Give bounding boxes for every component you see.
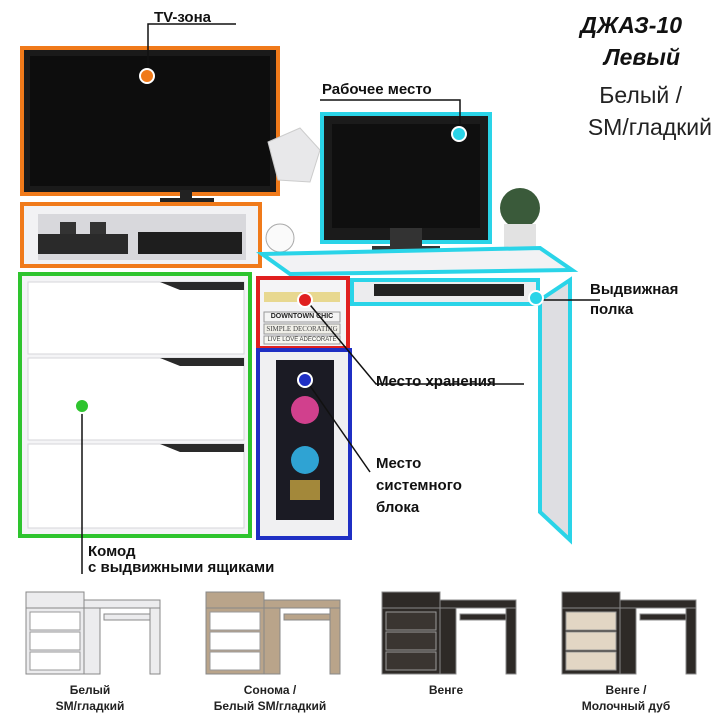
variant-thumbnail xyxy=(205,591,341,675)
workplace-marker xyxy=(451,126,467,142)
dresser-label-line1: Комод xyxy=(88,543,136,560)
dresser-label-line2: с выдвижными ящиками xyxy=(88,559,275,576)
color-label-line1: Белый / xyxy=(599,82,682,108)
book-2: SIMPLE DECORATING xyxy=(266,325,338,333)
pc-label-line2: системного xyxy=(376,477,462,494)
variant-label-line2: SM/гладкий xyxy=(55,699,125,713)
plant xyxy=(500,188,540,228)
book-3: LIVE LOVE ADECORATE xyxy=(267,337,337,343)
variant-thumbnail xyxy=(381,591,517,675)
tv-zone-marker xyxy=(139,68,155,84)
pc-label-line1: Место xyxy=(376,455,422,472)
book-1: DOWNTOWN CHIC xyxy=(270,313,334,320)
variant-label-line2: Белый SM/гладкий xyxy=(213,699,327,713)
workplace-label: Рабочее место xyxy=(322,81,432,98)
dresser xyxy=(18,272,252,538)
clock xyxy=(265,223,295,253)
variant-label-line1: Сонома / xyxy=(243,683,297,697)
variant-thumbnail xyxy=(561,591,697,675)
color-label-line2: SM/гладкий xyxy=(587,114,712,140)
variant-label-line2: Молочный дуб xyxy=(581,699,671,713)
pc-marker xyxy=(297,372,313,388)
shelf-label-line2: полка xyxy=(590,301,634,318)
desk-leg xyxy=(538,276,572,545)
tv-stand xyxy=(20,202,262,268)
workplace-leader xyxy=(320,99,461,134)
shelf-marker xyxy=(528,290,544,306)
tv-leader xyxy=(147,23,236,76)
storage-label: Место хранения xyxy=(376,373,496,390)
variant-thumbnail xyxy=(25,591,161,675)
pc-label-line3: блока xyxy=(376,499,420,516)
storage-marker xyxy=(297,292,313,308)
variant-label-line1: Венге / xyxy=(605,683,647,697)
variant-label-line1: Белый xyxy=(69,683,111,697)
desk-top xyxy=(255,245,579,277)
shelf-label-line1: Выдвижная xyxy=(590,281,679,298)
pc-leader xyxy=(305,379,371,473)
model-title: ДЖАЗ-10 xyxy=(580,12,682,38)
tv-zone-label: TV-зона xyxy=(154,9,211,26)
variant-label-line1: Венге xyxy=(428,683,464,697)
orientation-label: Левый xyxy=(603,44,680,70)
storage-leader xyxy=(305,299,524,385)
dresser-marker xyxy=(74,398,90,414)
